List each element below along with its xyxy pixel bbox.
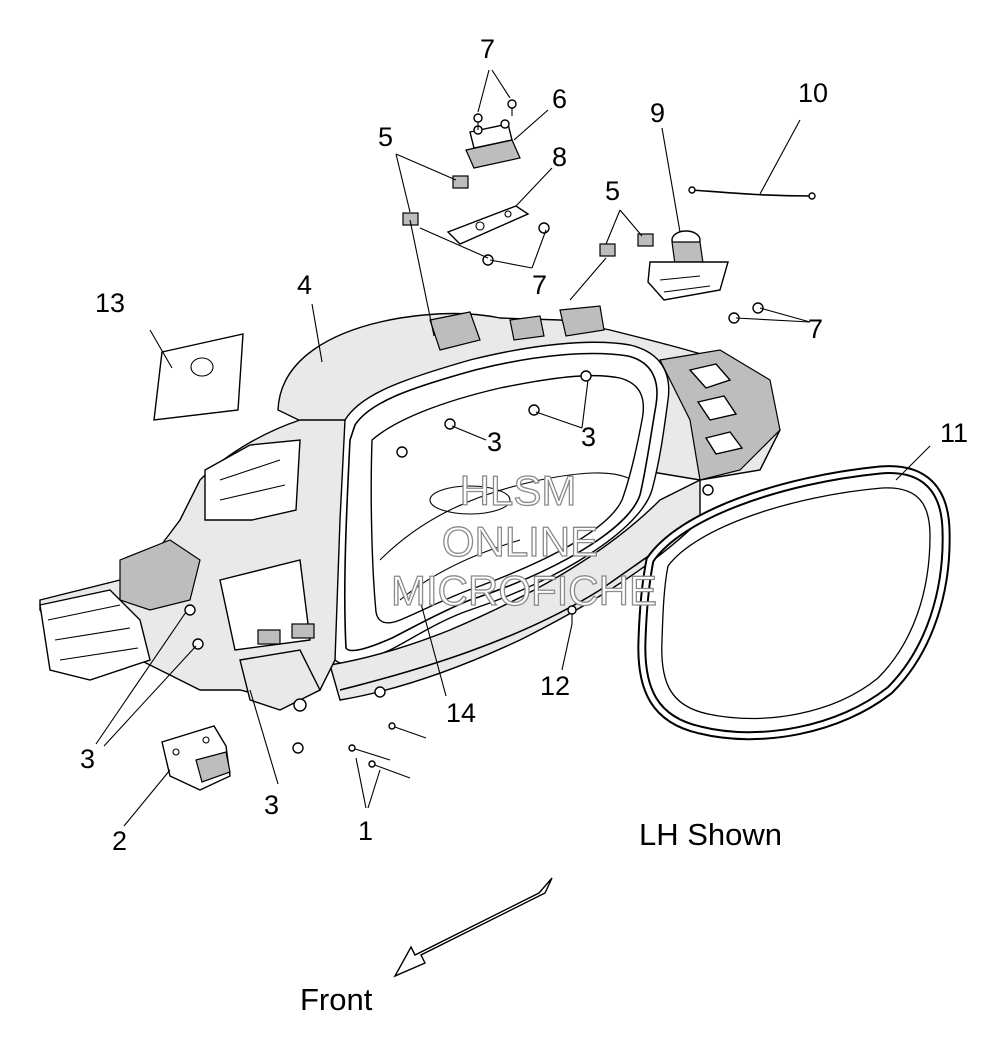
callout-8: 8 [552, 142, 567, 172]
bracket-part-2 [161, 725, 231, 791]
body-tub-part-4 [277, 305, 781, 701]
callout-5: 5 [378, 122, 393, 152]
fasteners [184, 99, 764, 779]
front-caption: Front [300, 982, 373, 1017]
callout-1: 1 [358, 816, 373, 846]
callout-7: 7 [808, 314, 823, 344]
callout-3: 3 [80, 744, 95, 774]
callout-14: 14 [446, 698, 476, 728]
callout-5: 5 [605, 176, 620, 206]
front-direction-arrow [393, 877, 553, 978]
watermark-line-1: HLSM [460, 467, 577, 514]
panel-part-13 [153, 333, 244, 421]
cable-part-10 [688, 186, 816, 200]
callout-10: 10 [798, 78, 828, 108]
lock-assembly-part-9 [647, 230, 729, 301]
leader-lines [95, 69, 931, 827]
watermark: HLSM ONLINE MICROFICHE [390, 466, 657, 614]
latch-part-6 [465, 119, 521, 169]
watermark-line-2: ONLINE [442, 518, 598, 565]
bracket-part-8 [446, 205, 530, 245]
callout-4: 4 [297, 270, 312, 300]
callout-11: 11 [940, 418, 968, 448]
callout-13: 13 [95, 288, 125, 318]
callout-9: 9 [650, 98, 665, 128]
front-frame-structure [39, 419, 346, 712]
watermark-line-3: MICROFICHE [391, 567, 657, 614]
callout-6: 6 [552, 84, 567, 114]
callout-7: 7 [532, 270, 547, 300]
lh-shown-caption: LH Shown [639, 817, 782, 852]
callout-3: 3 [581, 422, 596, 452]
callout-2: 2 [112, 826, 127, 856]
callout-7: 7 [480, 34, 495, 64]
callout-12: 12 [540, 671, 570, 701]
callout-numbers: 7 6 8 5 7 5 9 10 7 13 4 11 3 3 12 14 3 3… [80, 34, 968, 856]
seal-ring-part-11 [637, 465, 951, 741]
callout-3: 3 [487, 427, 502, 457]
callout-3: 3 [264, 790, 279, 820]
